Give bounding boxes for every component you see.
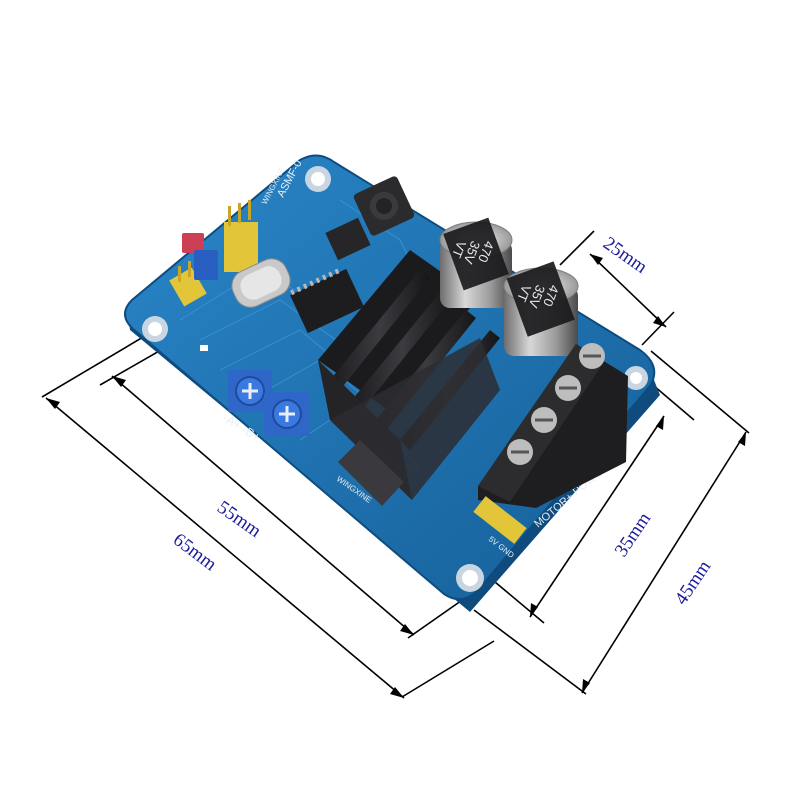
jumper-blue bbox=[194, 250, 218, 280]
mounting-hole-right bbox=[624, 366, 648, 390]
terminal-screw-3 bbox=[531, 407, 557, 433]
dimension-arrowheads bbox=[46, 254, 746, 698]
jumper-red bbox=[182, 233, 204, 253]
mounting-hole-bottom bbox=[456, 564, 484, 592]
capacitor-2: 470 35V VT bbox=[503, 261, 579, 356]
pin-header-right bbox=[224, 200, 258, 272]
terminal-screw-2 bbox=[555, 375, 581, 401]
driver-ic bbox=[290, 268, 364, 334]
screw-terminal-block bbox=[478, 343, 628, 508]
potentiometer-b bbox=[264, 392, 310, 436]
dimension-label-45mm: 45mm bbox=[671, 557, 716, 609]
heatsink bbox=[318, 250, 500, 506]
inductor bbox=[353, 176, 415, 236]
terminal-screw-1 bbox=[579, 343, 605, 369]
capacitor-2-code: VT bbox=[514, 283, 534, 304]
capacitor-1-code: VT bbox=[449, 239, 469, 260]
potentiometer-a bbox=[228, 370, 272, 412]
status-led bbox=[200, 345, 208, 351]
crystal-oscillator bbox=[231, 258, 291, 308]
dimension-label-35mm: 35mm bbox=[611, 509, 656, 561]
pin-header-bottom bbox=[473, 496, 527, 544]
dimension-label-55mm: 55mm bbox=[213, 497, 265, 542]
dimension-label-65mm: 65mm bbox=[169, 529, 221, 575]
terminal-screw-4 bbox=[507, 439, 533, 465]
mounting-hole-top bbox=[305, 166, 331, 192]
motor-driver-board: ASMF-0 WINGXINE -A+ -B+ WINGXINE MOTOR+ … bbox=[124, 154, 660, 612]
mounting-hole-left bbox=[142, 316, 168, 342]
voltage-regulator bbox=[325, 217, 371, 261]
capacitor-1: 470 35V VT bbox=[439, 217, 513, 308]
